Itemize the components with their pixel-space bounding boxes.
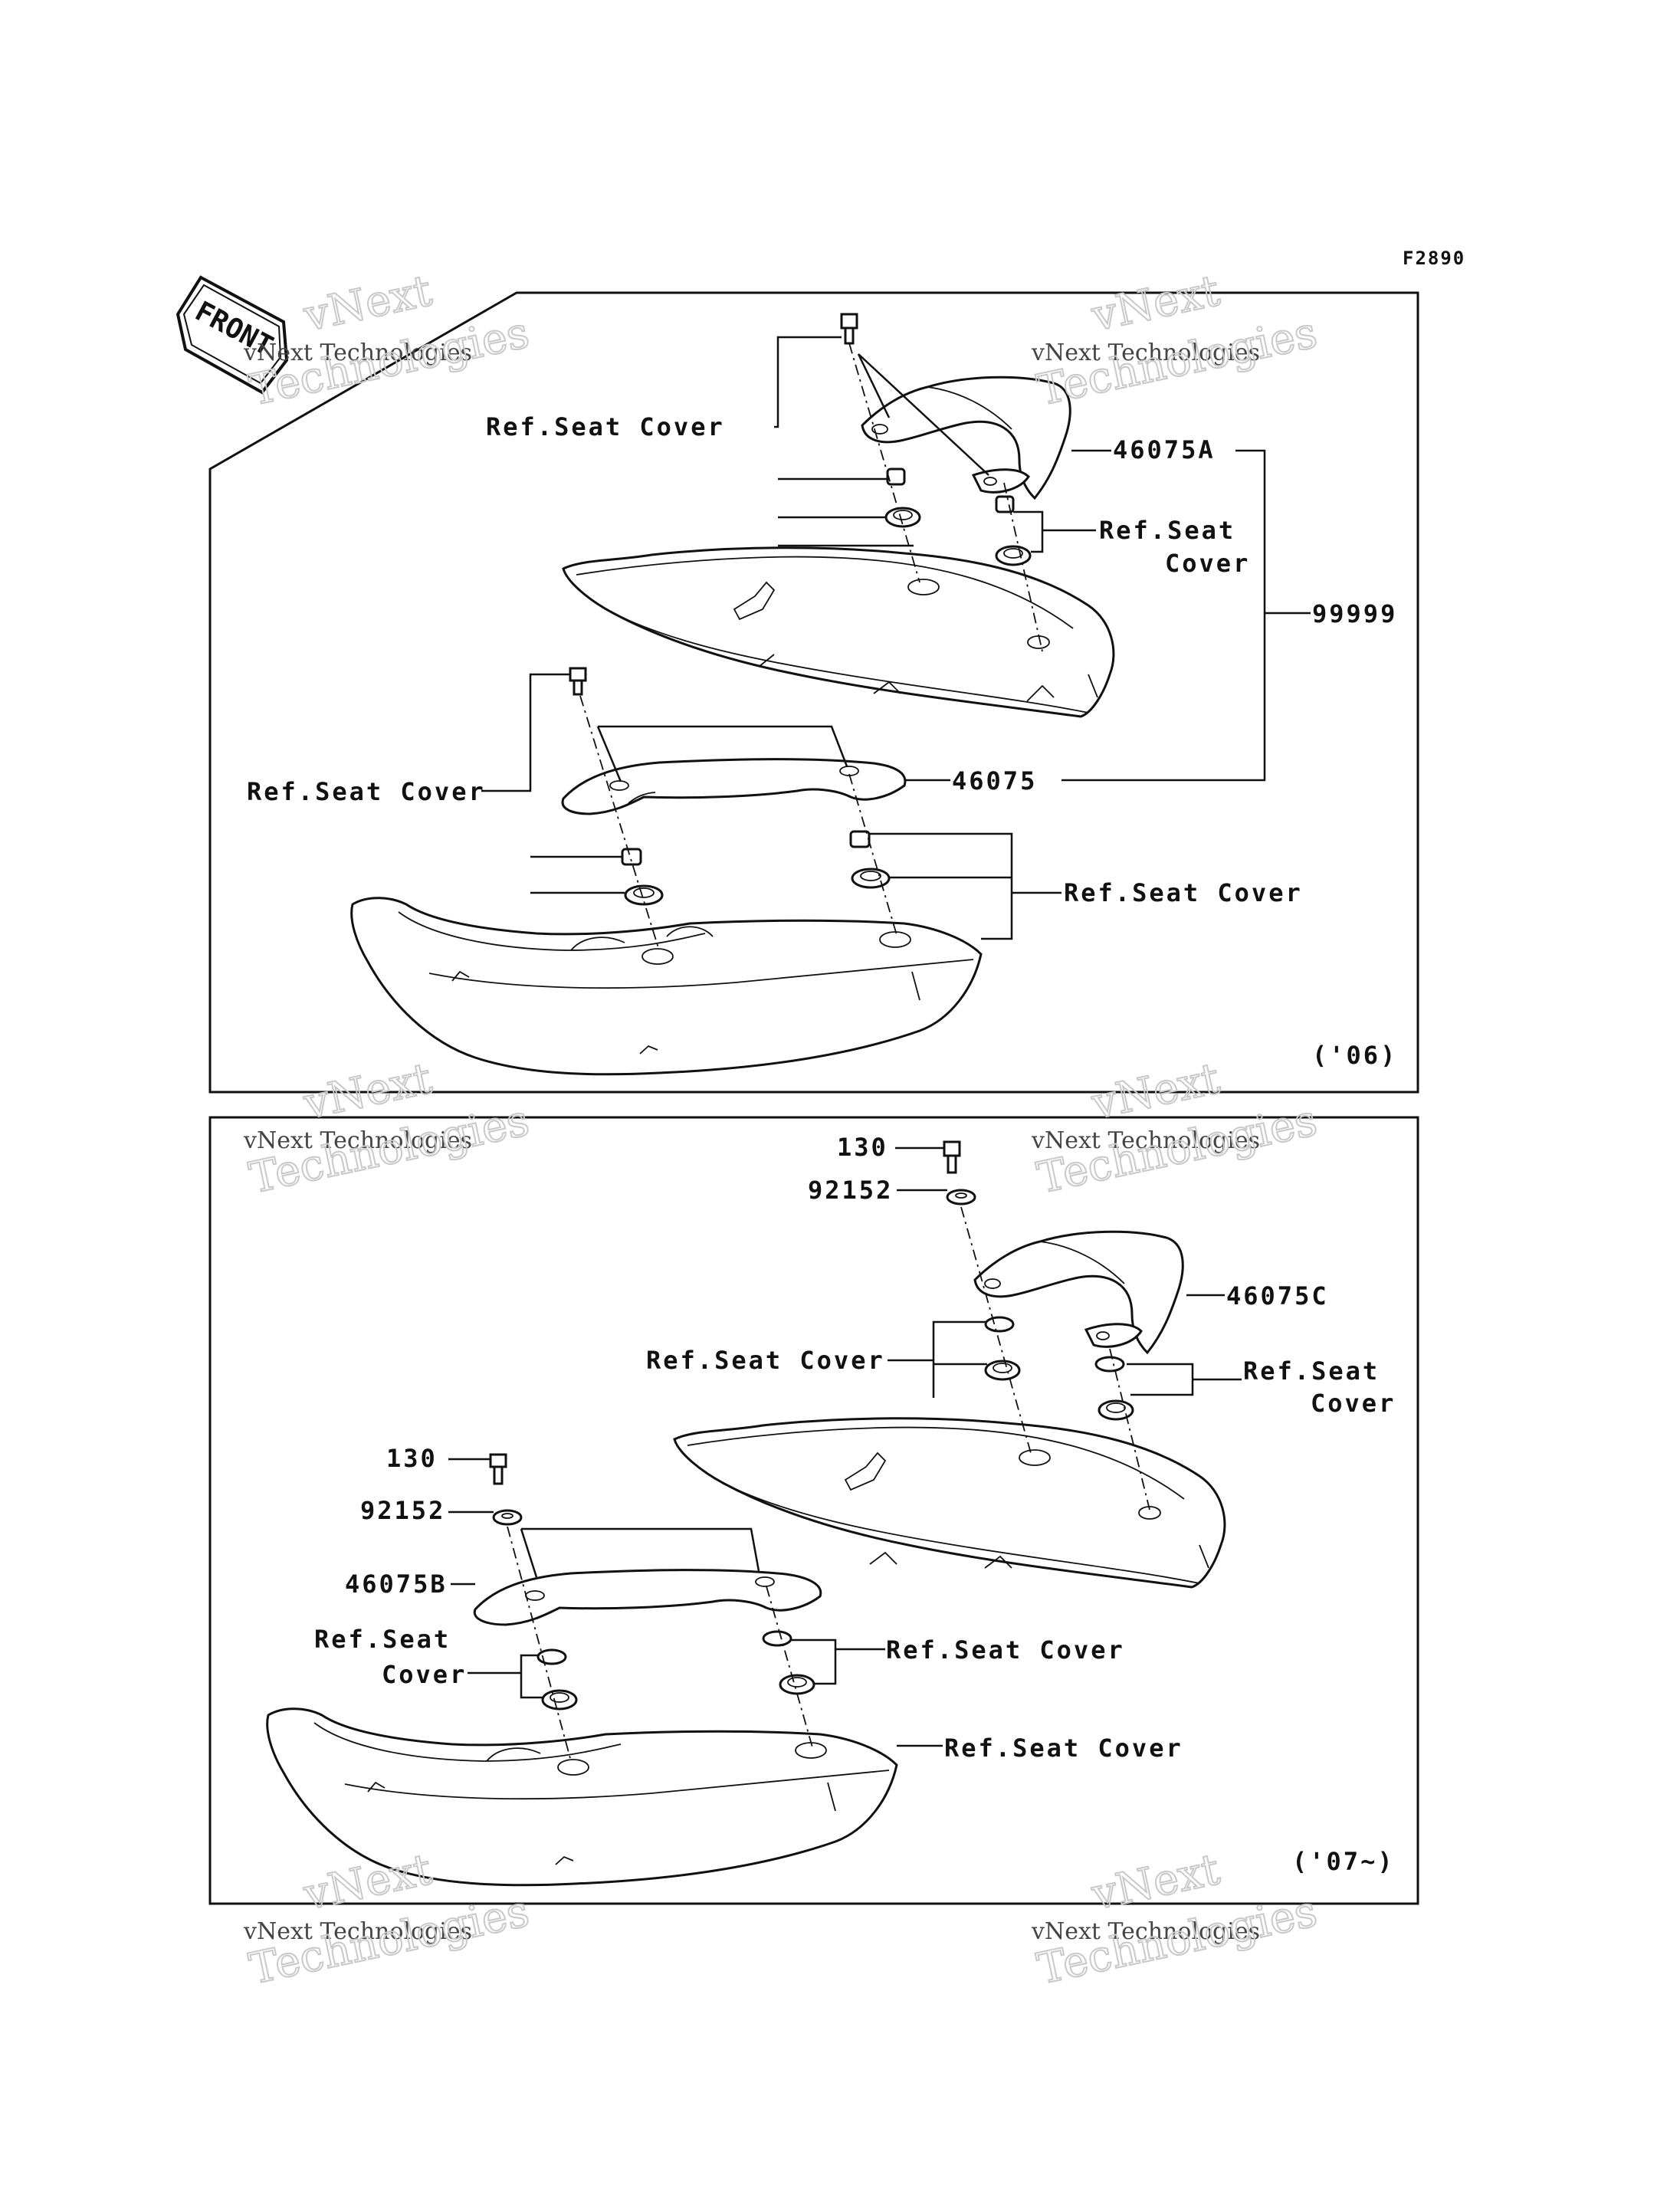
- label-part-number: 46075B: [345, 1570, 448, 1599]
- panel-bottom-frame: [208, 1116, 1419, 1905]
- label-ref-seat-cover: Cover: [1311, 1389, 1396, 1418]
- watermark: vNext vNext Technologies Technologies: [1031, 1844, 1322, 1996]
- year-label: ('07~): [1292, 1847, 1395, 1876]
- label-part-number: 99999: [1312, 599, 1397, 628]
- year-label: ('06): [1312, 1041, 1397, 1070]
- leader-lines: [481, 336, 1311, 940]
- svg-text:vNext Technologies: vNext Technologies: [243, 1918, 472, 1945]
- part-46075C-grab-bar: [973, 1230, 1184, 1355]
- label-part-number: 46075C: [1226, 1281, 1329, 1310]
- collar-icon: [621, 848, 664, 906]
- label-ref-seat-cover: Cover: [1165, 549, 1250, 578]
- label-part-number: 92152: [808, 1176, 893, 1205]
- grommet-icon: [762, 1630, 815, 1695]
- washer-icon: [492, 1509, 523, 1526]
- label-ref-seat-cover: Cover: [382, 1660, 467, 1689]
- bolt-icon: [840, 313, 858, 345]
- panel-top-frame: [208, 291, 1419, 1094]
- label-ref-seat-cover: Ref.Seat: [1243, 1356, 1380, 1386]
- label-part-number: 130: [837, 1133, 888, 1162]
- label-ref-seat-cover: Ref.Seat Cover: [247, 777, 486, 806]
- part-lower-side-cover: [350, 897, 983, 1076]
- figure-code: F2890: [1403, 248, 1465, 269]
- part-upper-side-cover: [673, 1417, 1226, 1589]
- svg-text:vNext Technologies: vNext Technologies: [243, 1127, 472, 1154]
- bolt-icon: [489, 1453, 507, 1485]
- panel-top: Ref.Seat Cover 46075A Ref.Seat Cover 999…: [208, 291, 1419, 1094]
- part-upper-side-cover: [562, 546, 1115, 718]
- collar-icon: [536, 1648, 578, 1711]
- label-ref-seat-cover: Ref.Seat Cover: [486, 412, 725, 441]
- washer-icon: [946, 1189, 976, 1205]
- collar-icon: [884, 467, 921, 528]
- label-ref-seat-cover: Ref.Seat Cover: [1064, 878, 1303, 907]
- grommet-icon: [995, 495, 1032, 566]
- svg-text:vNext Technologies: vNext Technologies: [1031, 339, 1260, 366]
- label-ref-seat-cover: Ref.Seat: [314, 1625, 451, 1654]
- label-part-number: 46075: [952, 766, 1037, 795]
- label-ref-seat-cover: Ref.Seat Cover: [886, 1635, 1125, 1665]
- label-part-number: 46075A: [1113, 435, 1216, 464]
- svg-text:vNext Technologies: vNext Technologies: [1031, 1127, 1260, 1154]
- watermark: vNext vNext Technologies Technologies: [1031, 265, 1322, 417]
- panel-bottom: 130 92152 46075C Ref.Seat Cover Ref.Seat…: [208, 1116, 1419, 1905]
- grommet-icon: [1094, 1356, 1134, 1421]
- svg-text:vNext Technologies: vNext Technologies: [1031, 1918, 1260, 1945]
- collar-icon: [984, 1316, 1021, 1381]
- label-part-number: 92152: [360, 1496, 445, 1525]
- svg-text:vNext Technologies: vNext Technologies: [243, 339, 472, 366]
- label-ref-seat-cover: Ref.Seat Cover: [646, 1346, 885, 1375]
- label-ref-seat-cover: Ref.Seat Cover: [944, 1734, 1183, 1763]
- label-part-number: 130: [386, 1444, 438, 1473]
- bolt-icon: [569, 667, 587, 696]
- leader-lines: [448, 1146, 1242, 1747]
- watermark: vNext vNext Technologies Technologies: [1031, 1053, 1322, 1205]
- label-ref-seat-cover: Ref.Seat: [1099, 516, 1235, 545]
- grommet-icon: [849, 830, 891, 889]
- bolt-icon: [943, 1140, 961, 1174]
- part-46075A-grab-bar: [861, 376, 1071, 500]
